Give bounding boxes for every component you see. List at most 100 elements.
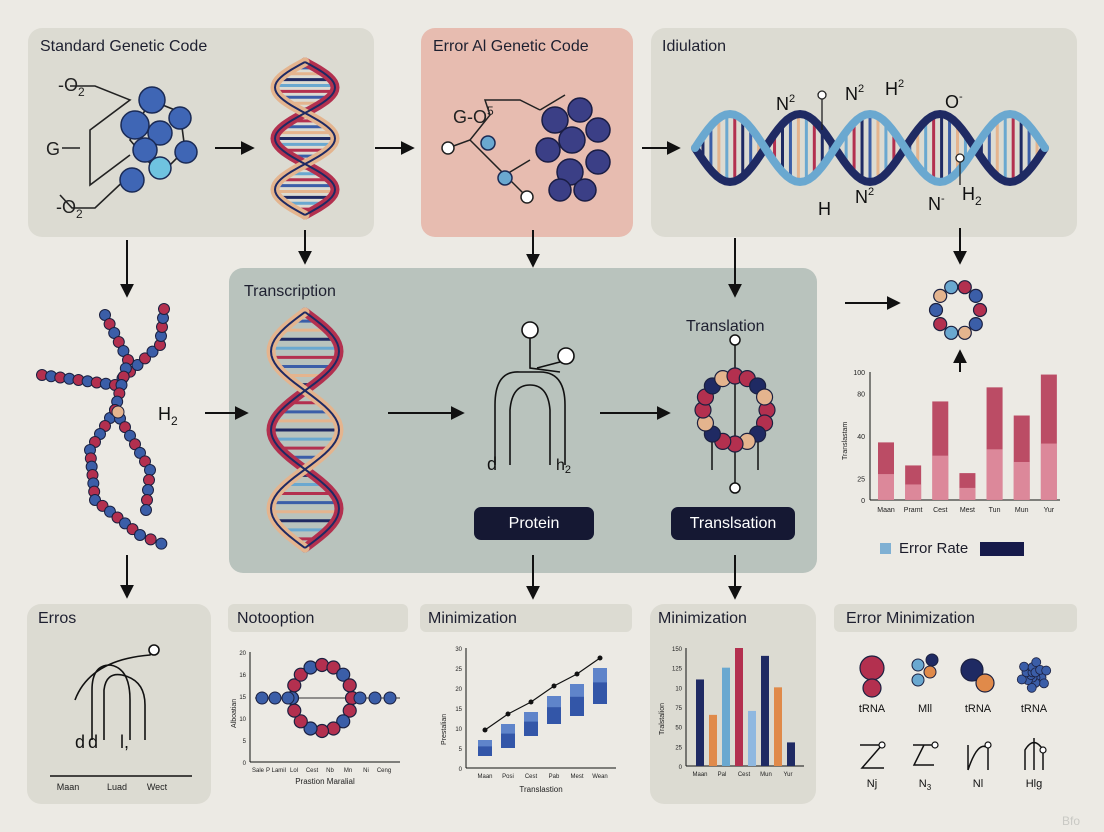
svg-text:N2: N2 [776, 93, 795, 114]
bead [142, 484, 154, 496]
y-tick: 125 [672, 667, 683, 673]
ring-bead [314, 657, 330, 673]
ring-bead [933, 288, 948, 303]
bar-top [478, 740, 492, 747]
bead [155, 537, 168, 550]
x-tick: Cest [933, 507, 947, 514]
title-standard-genetic-code: Standard Genetic Code [40, 38, 208, 55]
dna-helix-top [270, 57, 340, 220]
x-tick: Wean [592, 774, 608, 780]
x-tick: Mun [760, 772, 772, 778]
small-ring [928, 280, 988, 340]
error-min-label: tRNA [859, 703, 886, 715]
x-tick: Maan [477, 774, 492, 780]
trna-crimson-icon [862, 678, 882, 698]
svg-text:H2: H2 [962, 184, 982, 208]
x-tick: Maan [877, 507, 895, 514]
bar-top [593, 668, 607, 683]
bead [144, 533, 157, 546]
y-tick: 40 [857, 434, 865, 441]
bead-chain-left [36, 303, 170, 550]
title-translation: Translation [686, 318, 765, 335]
erros-tick: Wect [147, 782, 168, 792]
label-l-erros: l, [120, 732, 129, 752]
glyph-node-icon [931, 741, 939, 749]
bar-fade [959, 487, 976, 500]
x-tick: Pal [718, 772, 727, 778]
ring-bead [293, 714, 308, 729]
ring-bead [944, 280, 959, 295]
y-tick: 30 [455, 647, 462, 653]
legend-swatch-navy [980, 541, 1025, 556]
error-atoms [441, 97, 611, 204]
x-tick: Mun [1015, 507, 1029, 514]
standard-atoms [119, 86, 198, 193]
ring-bead [303, 660, 318, 675]
y-tick: 0 [243, 761, 247, 767]
x-tick: Tun [989, 507, 1001, 514]
bar-4 [748, 710, 756, 766]
cluster-atom-icon [1016, 674, 1027, 685]
ring-bead [968, 288, 983, 303]
label-h2-trans: h2 [556, 457, 571, 476]
trend-point [574, 671, 580, 677]
y-tick: 10 [239, 717, 246, 723]
cluster-atom-icon [1031, 657, 1042, 668]
error-min-label: Nj [867, 778, 877, 790]
svg-text:O-: O- [945, 91, 963, 112]
ring-bead [336, 667, 351, 682]
x-tick: Cest [306, 768, 319, 774]
y-tick: 15 [239, 695, 246, 701]
y-tick: 0 [679, 765, 683, 771]
bar-2 [722, 667, 730, 766]
y-tick: 0 [459, 767, 463, 773]
y-tick: 0 [861, 498, 865, 505]
error-min-label: Mll [918, 703, 932, 715]
y-label: Prestalian [441, 714, 448, 745]
legend-error-rate: Error Rate [899, 540, 969, 557]
glyph-node-icon [878, 741, 886, 749]
side-bead [353, 691, 367, 705]
x-tick: Lol [290, 768, 298, 774]
translation-ring [694, 334, 776, 494]
bar-top [501, 724, 515, 734]
x-tick: Ni [363, 768, 369, 774]
title-minimization-1: Minimization [428, 610, 517, 627]
ring-bead [293, 667, 308, 682]
svg-text:H: H [818, 199, 831, 219]
bead [143, 474, 155, 486]
side-bead [383, 691, 397, 705]
label-d-trans: d [487, 454, 497, 474]
side-bead [368, 691, 382, 705]
bead [131, 359, 144, 371]
y-tick: 10 [455, 727, 462, 733]
y-tick: 100 [853, 370, 865, 377]
standard-molecule [59, 85, 186, 209]
mll-atom-icon [925, 653, 939, 667]
protein-chip: Protein [474, 507, 594, 540]
x-tick: Sale [252, 768, 265, 774]
x-label: Prastion Maralial [295, 777, 355, 786]
cluster-atom-icon [1026, 682, 1037, 693]
bead [141, 494, 153, 506]
x-tick: Yur [1044, 507, 1055, 514]
x-label: Translastion [519, 785, 562, 794]
ring-bead [957, 280, 972, 295]
bar-fade [932, 455, 949, 500]
x-tick: P Lamil [266, 768, 286, 774]
ring-bead [326, 721, 341, 736]
trna-orange-icon [975, 673, 995, 693]
y-tick: 10 [675, 686, 682, 692]
x-tick: Mest [960, 507, 975, 514]
error-min-label: Hlg [1026, 778, 1043, 790]
ring-bead [968, 317, 983, 332]
x-tick: Cest [738, 772, 751, 778]
bar-top [570, 684, 584, 697]
stem-bottom [729, 482, 741, 494]
x-tick: Yur [783, 772, 792, 778]
title-error-genetic-code: Error Al Genetic Code [433, 38, 589, 55]
bead [158, 303, 170, 315]
legs [711, 440, 759, 470]
